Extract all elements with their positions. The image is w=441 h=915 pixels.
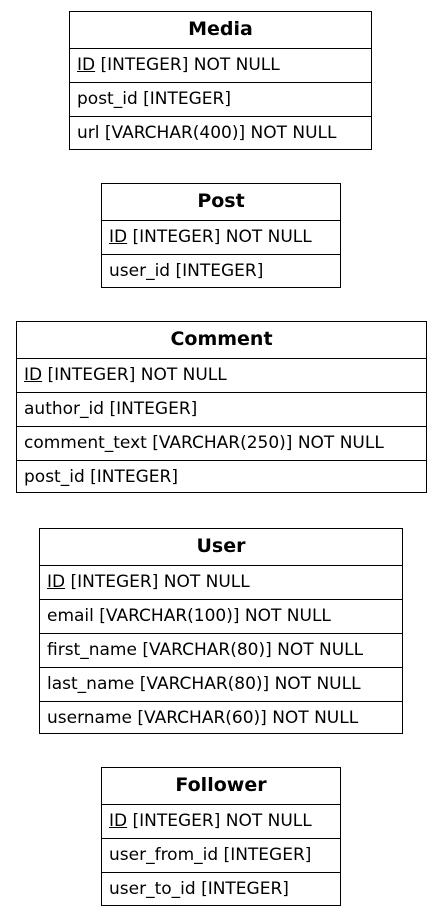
entity-media: Media ID [INTEGER] NOT NULL post_id [INT… — [69, 11, 372, 150]
field-url: url [VARCHAR(400)] NOT NULL — [77, 123, 337, 143]
field-id: ID [INTEGER] NOT NULL — [102, 221, 340, 255]
field-type: [INTEGER] NOT NULL — [95, 55, 280, 75]
primary-key-name: ID — [109, 227, 128, 247]
primary-key-name: ID — [24, 365, 43, 385]
field-post-id: post_id [INTEGER] — [70, 83, 371, 117]
field-last-name: last_name [VARCHAR(80)] NOT NULL — [40, 668, 402, 702]
field-username: username [VARCHAR(60)] NOT NULL — [47, 708, 359, 728]
entity-title: Post — [102, 184, 340, 221]
primary-key-name: ID — [109, 811, 128, 831]
field-user-id: user_id [INTEGER] — [109, 261, 264, 281]
entity-comment: Comment ID [INTEGER] NOT NULL author_id … — [16, 321, 427, 493]
entity-title: User — [40, 529, 402, 566]
entity-title: Media — [70, 12, 371, 49]
field-first-name: first_name [VARCHAR(80)] NOT NULL — [40, 634, 402, 668]
field-author-id: author_id [INTEGER] — [17, 393, 426, 427]
field-id: ID [INTEGER] NOT NULL — [102, 805, 340, 839]
field-type: [INTEGER] NOT NULL — [65, 572, 250, 592]
entity-follower: Follower ID [INTEGER] NOT NULL user_from… — [101, 767, 341, 906]
field-user-to-id: user_to_id [INTEGER] — [109, 879, 289, 899]
field-id: ID [INTEGER] NOT NULL — [70, 49, 371, 83]
field-type: [INTEGER] NOT NULL — [42, 365, 227, 385]
field-id: ID [INTEGER] NOT NULL — [17, 359, 426, 393]
field-user-from-id: user_from_id [INTEGER] — [102, 839, 340, 873]
entity-post: Post ID [INTEGER] NOT NULL user_id [INTE… — [101, 183, 341, 288]
primary-key-name: ID — [47, 572, 66, 592]
field-email: email [VARCHAR(100)] NOT NULL — [40, 600, 402, 634]
entity-user: User ID [INTEGER] NOT NULL email [VARCHA… — [39, 528, 403, 734]
field-type: [INTEGER] NOT NULL — [127, 811, 312, 831]
entity-title: Comment — [17, 322, 426, 359]
primary-key-name: ID — [77, 55, 96, 75]
entity-title: Follower — [102, 768, 340, 805]
field-type: [INTEGER] NOT NULL — [127, 227, 312, 247]
field-id: ID [INTEGER] NOT NULL — [40, 566, 402, 600]
field-post-id: post_id [INTEGER] — [24, 467, 178, 487]
field-comment-text: comment_text [VARCHAR(250)] NOT NULL — [17, 427, 426, 461]
